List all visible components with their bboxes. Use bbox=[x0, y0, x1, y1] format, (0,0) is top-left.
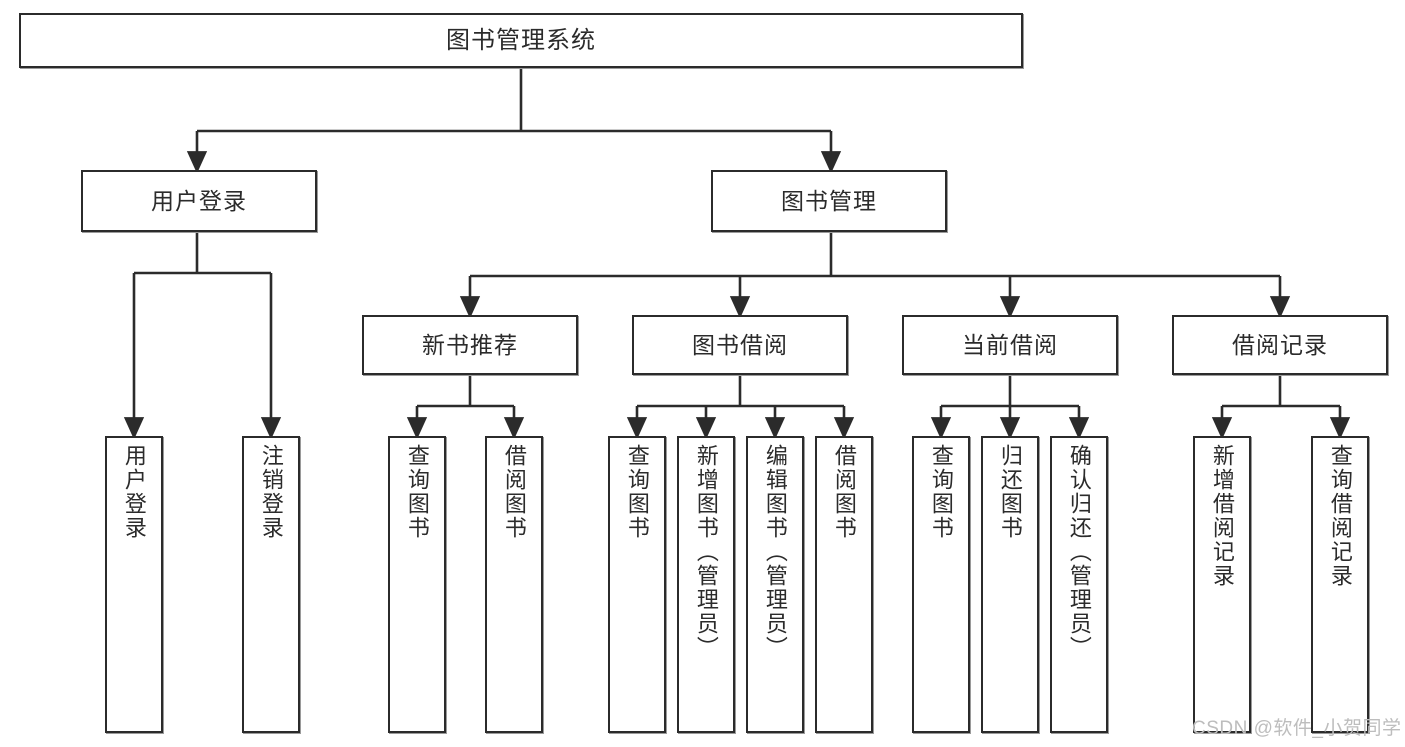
node-label: 用户登录 bbox=[121, 444, 147, 540]
node-user-login[interactable]: 用户登录 bbox=[81, 170, 317, 232]
node-label: 图书借阅 bbox=[692, 331, 788, 358]
node-book-borrowing[interactable]: 图书借阅 bbox=[632, 315, 848, 375]
leaf-user-login[interactable]: 用户登录 bbox=[105, 436, 163, 733]
node-label: 用户登录 bbox=[151, 187, 247, 214]
node-book-management-system[interactable]: 图书管理系统 bbox=[19, 13, 1023, 68]
csdn-watermark: CSDN @软件_小贺同学 bbox=[1192, 718, 1402, 739]
leaf-query-book-borrow[interactable]: 查询图书 bbox=[608, 436, 666, 733]
node-current-borrowing[interactable]: 当前借阅 bbox=[902, 315, 1118, 375]
node-label: 借阅图书 bbox=[501, 444, 527, 540]
leaf-borrow-book[interactable]: 借阅图书 bbox=[815, 436, 873, 733]
node-label: 新书推荐 bbox=[422, 331, 518, 358]
leaf-borrow-book-newbook[interactable]: 借阅图书 bbox=[485, 436, 543, 733]
node-label: 归还图书 bbox=[997, 444, 1023, 540]
node-label: 查询图书 bbox=[928, 444, 954, 540]
leaf-return-book[interactable]: 归还图书 bbox=[981, 436, 1039, 733]
node-label: 图书管理系统 bbox=[446, 26, 596, 54]
node-label: 新增图书（管理员） bbox=[693, 444, 719, 660]
node-borrowing-records[interactable]: 借阅记录 bbox=[1172, 315, 1388, 375]
node-label: 查询借阅记录 bbox=[1327, 444, 1353, 588]
leaf-query-book-current[interactable]: 查询图书 bbox=[912, 436, 970, 733]
node-label: 借阅图书 bbox=[831, 444, 857, 540]
node-label: 查询图书 bbox=[404, 444, 430, 540]
leaf-logout[interactable]: 注销登录 bbox=[242, 436, 300, 733]
leaf-edit-book-admin[interactable]: 编辑图书（管理员） bbox=[746, 436, 804, 733]
leaf-query-borrow-record[interactable]: 查询借阅记录 bbox=[1311, 436, 1369, 733]
node-label: 编辑图书（管理员） bbox=[762, 444, 788, 660]
node-label: 图书管理 bbox=[781, 187, 877, 214]
node-label: 查询图书 bbox=[624, 444, 650, 540]
leaf-query-book-newbook[interactable]: 查询图书 bbox=[388, 436, 446, 733]
leaf-confirm-return-admin[interactable]: 确认归还（管理员） bbox=[1050, 436, 1108, 733]
node-label: 新增借阅记录 bbox=[1209, 444, 1235, 588]
node-label: 注销登录 bbox=[258, 444, 284, 540]
leaf-add-book-admin[interactable]: 新增图书（管理员） bbox=[677, 436, 735, 733]
node-label: 借阅记录 bbox=[1232, 331, 1328, 358]
node-label: 确认归还（管理员） bbox=[1066, 444, 1092, 660]
node-new-book-recommendation[interactable]: 新书推荐 bbox=[362, 315, 578, 375]
node-book-management[interactable]: 图书管理 bbox=[711, 170, 947, 232]
node-label: 当前借阅 bbox=[962, 331, 1058, 358]
leaf-add-borrow-record[interactable]: 新增借阅记录 bbox=[1193, 436, 1251, 733]
